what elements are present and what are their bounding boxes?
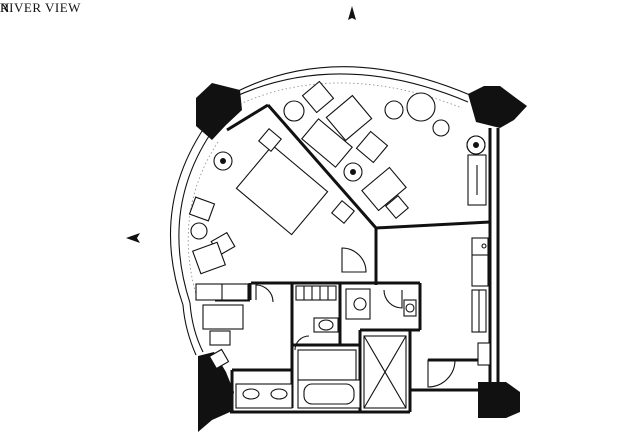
wardrobe bbox=[195, 283, 337, 301]
bedroom bbox=[188, 127, 356, 275]
column-northeast bbox=[468, 86, 527, 128]
living-area bbox=[283, 80, 486, 220]
north-arrow-icon bbox=[126, 233, 140, 243]
plants bbox=[213, 135, 486, 182]
river-view-arrow-icon bbox=[348, 6, 356, 20]
walls bbox=[215, 103, 500, 414]
river-view-label: RIVER VIEW bbox=[0, 0, 81, 15]
column-southwest bbox=[198, 352, 234, 432]
desk bbox=[202, 304, 244, 370]
bathroom bbox=[235, 288, 417, 409]
north-label: N bbox=[0, 0, 10, 15]
entry bbox=[467, 154, 491, 366]
column-northwest bbox=[196, 83, 242, 140]
column-southeast bbox=[478, 382, 520, 418]
doors bbox=[255, 247, 456, 388]
